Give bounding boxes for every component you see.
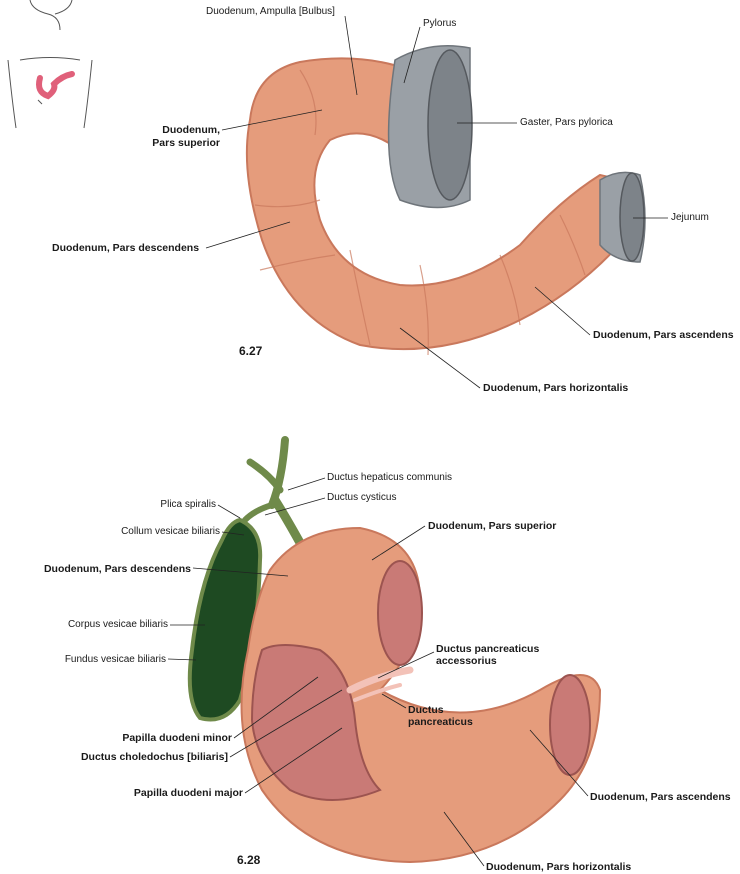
label-plica-spiralis: Plica spiralis (160, 499, 216, 510)
label-pancreaticus-line2: pancreaticus (408, 716, 473, 728)
label-gaster: Gaster, Pars pylorica (520, 117, 613, 128)
label-pars-horizontalis-2: Duodenum, Pars horizontalis (486, 861, 632, 873)
label-pars-ascendens-1: Duodenum, Pars ascendens (593, 329, 734, 341)
leader-lines-fig-6-27 (205, 15, 668, 389)
label-corpus: Corpus vesicae biliaris (67, 619, 168, 630)
label-collum: Collum vesicae biliaris (121, 526, 220, 537)
body-locator-icon (7, 0, 93, 129)
jejunum-illustration (599, 171, 646, 263)
label-pars-horizontalis-1: Duodenum, Pars horizontalis (483, 382, 629, 394)
label-papilla-minor: Papilla duodeni minor (122, 732, 232, 744)
label-pars-descendens-2: Duodenum, Pars descendens (43, 563, 191, 575)
label-choledochus: Ductus choledochus [biliaris] (80, 751, 228, 763)
label-pars-superior-line2: Pars superior (152, 137, 220, 149)
label-accessorius-line2: accessorius (436, 655, 497, 667)
label-ampulla: Duodenum, Ampulla [Bulbus] (206, 6, 335, 17)
pancreas-locator-icon (36, 71, 75, 100)
label-pars-ascendens-2: Duodenum, Pars ascendens (590, 791, 731, 803)
figure-number-6-28: 6.28 (237, 853, 261, 867)
label-accessorius-line1: Ductus pancreaticus (436, 643, 540, 655)
label-ductus-hepaticus: Ductus hepaticus communis (327, 472, 453, 483)
label-pars-superior-2: Duodenum, Pars superior (428, 520, 557, 532)
label-ductus-cysticus: Ductus cysticus (327, 492, 397, 503)
label-pylorus: Pylorus (423, 18, 457, 29)
label-pancreaticus-line1: Ductus (408, 704, 444, 716)
label-jejunum: Jejunum (671, 212, 709, 223)
gallbladder-illustration (187, 517, 263, 722)
leader-lines-fig-6-28 (167, 477, 589, 867)
label-pars-descendens-1: Duodenum, Pars descendens (52, 242, 200, 254)
duodenum-opened-illustration (240, 526, 602, 864)
figure-number-6-27: 6.27 (239, 344, 263, 358)
label-pars-superior-line1: Duodenum, (162, 124, 220, 136)
label-papilla-major: Papilla duodeni major (133, 787, 243, 799)
stomach-pylorus-illustration (387, 45, 473, 209)
label-fundus: Fundus vesicae biliaris (64, 654, 166, 665)
